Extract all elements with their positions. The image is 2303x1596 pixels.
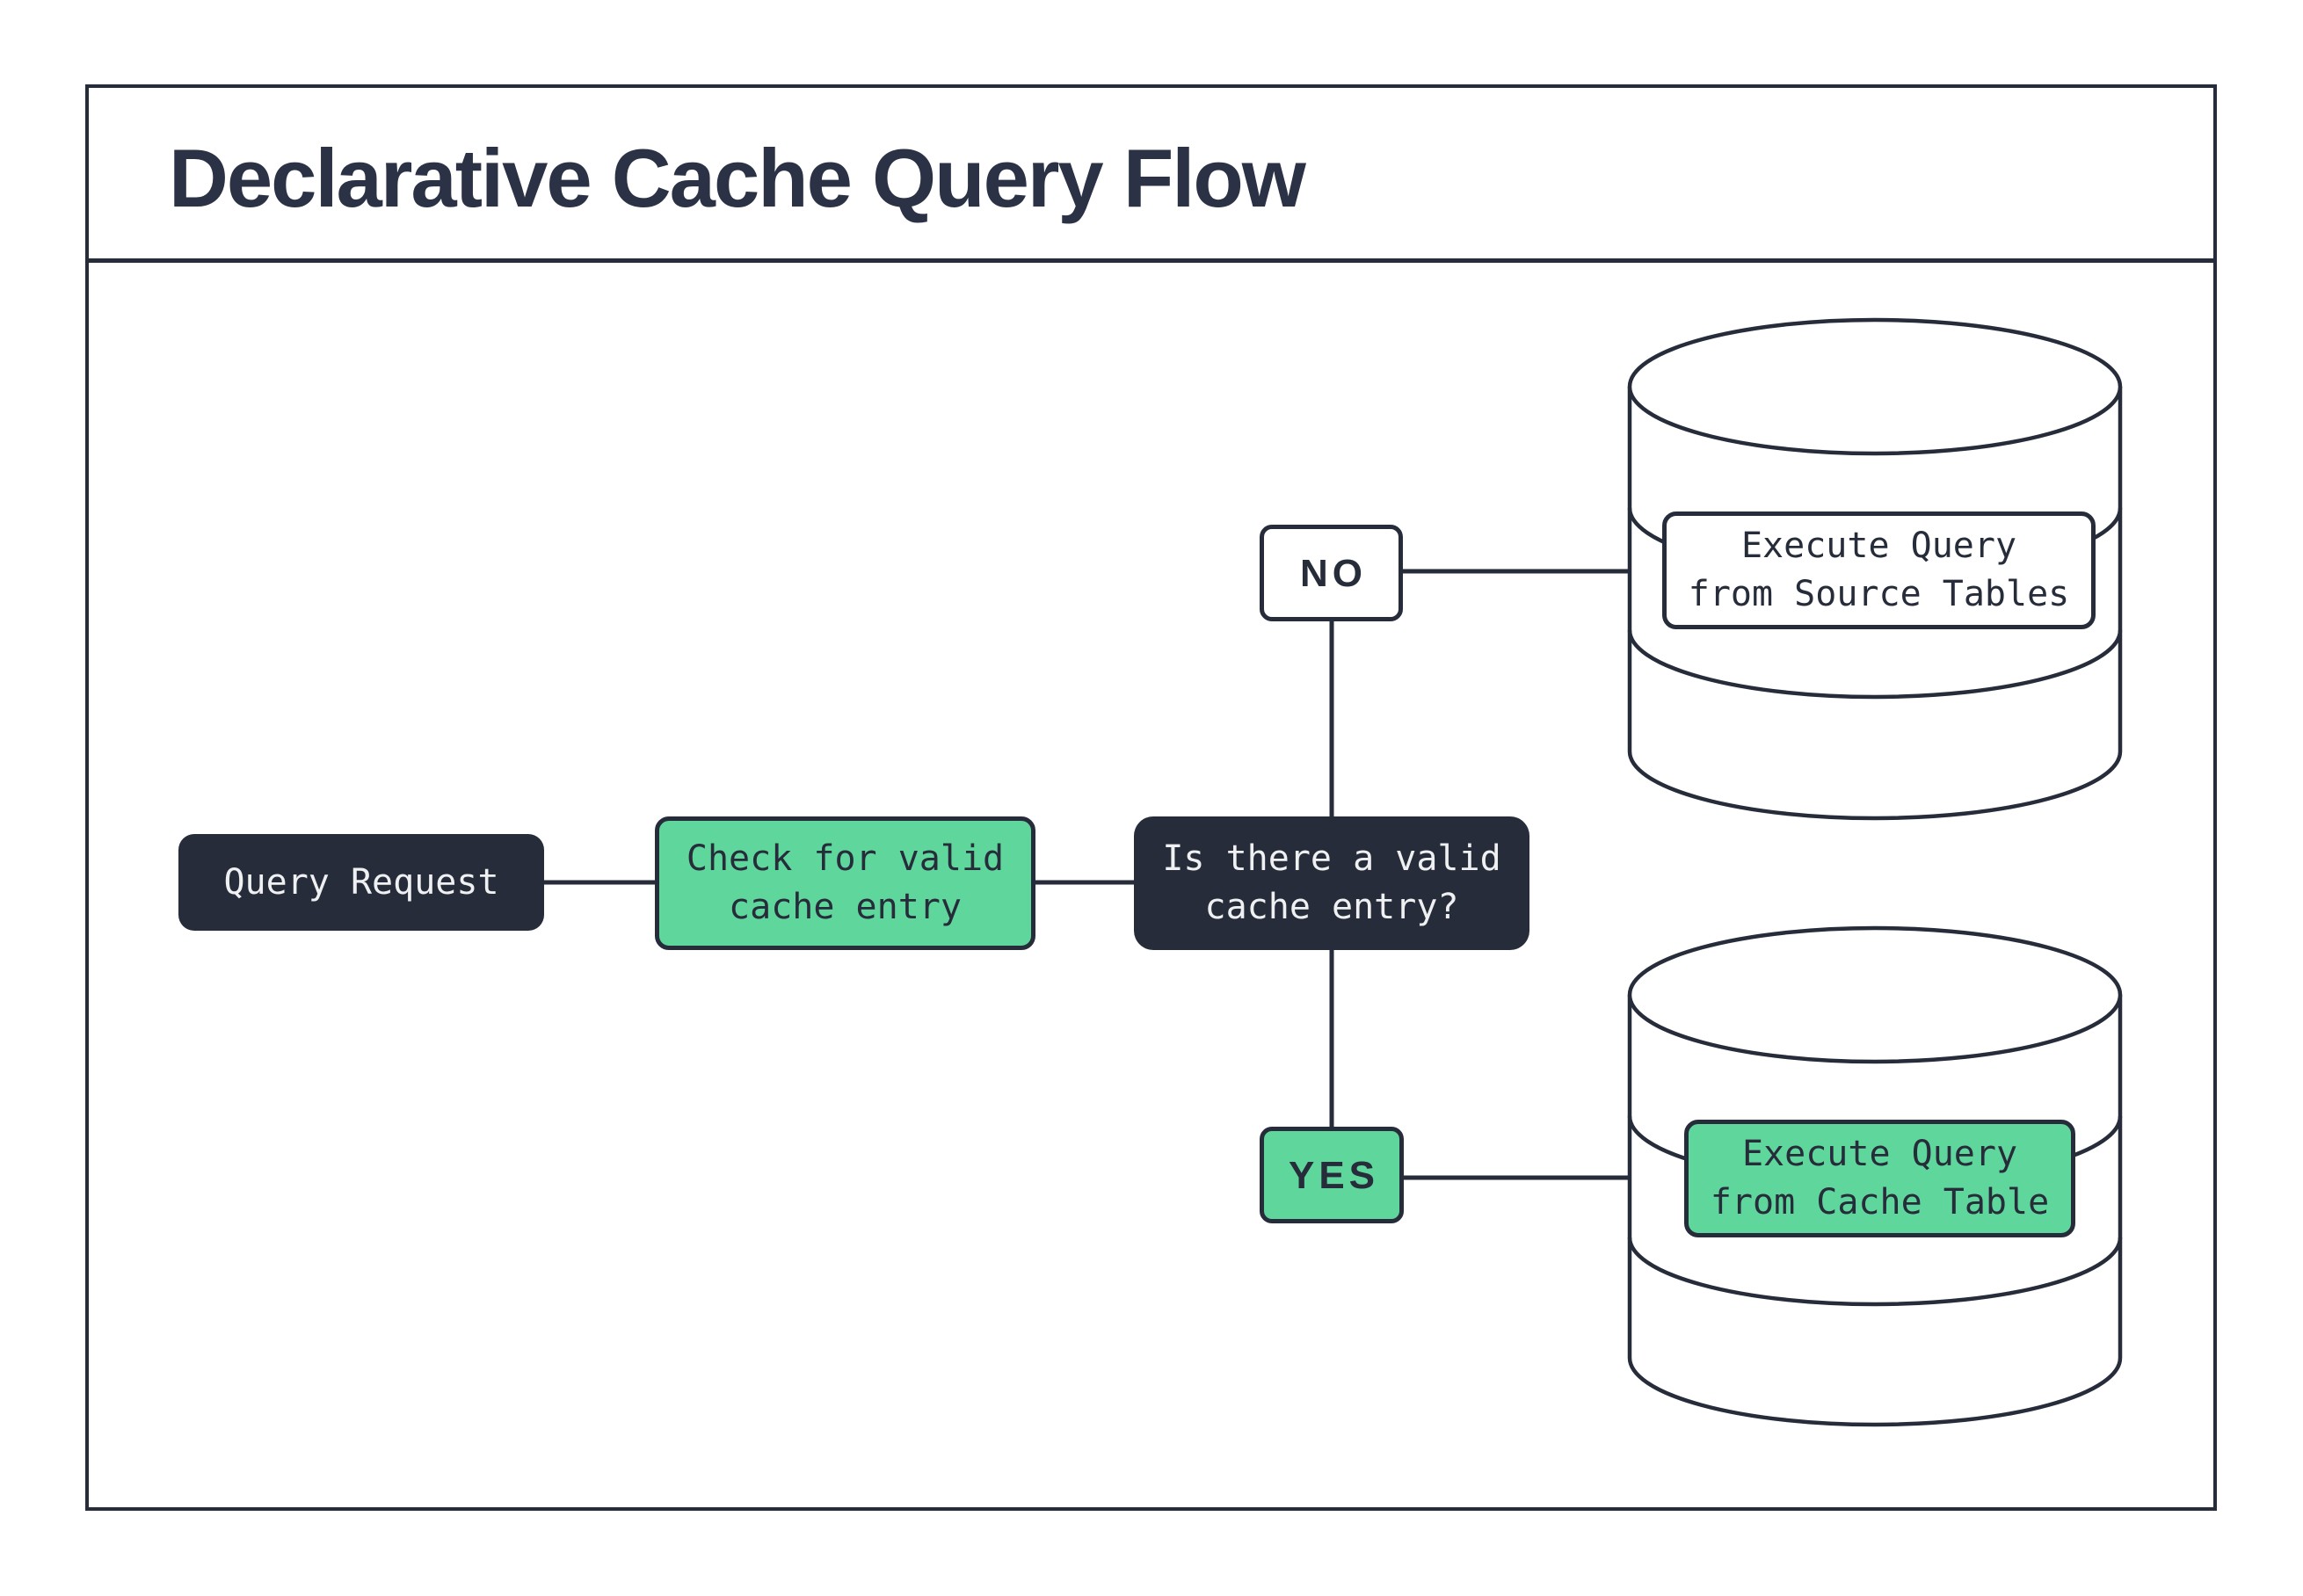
node-execute-cache-line2: from Cache Table (1710, 1182, 2050, 1222)
node-check-cache-line1: Check for valid (686, 838, 1005, 879)
node-execute-source: Execute Query from Source Tables (1662, 511, 2096, 629)
node-branch-yes: YES (1260, 1127, 1404, 1223)
node-query-request-label: Query Request (223, 861, 499, 903)
node-decision-line2: cache entry? (1204, 887, 1459, 927)
node-execute-source-line2: from Source Tables (1688, 574, 2070, 614)
diagram-frame (85, 84, 2217, 1511)
node-decision: Is there a valid cache entry? (1134, 816, 1529, 950)
node-execute-cache-line1: Execute Query (1741, 1134, 2018, 1174)
branch-no-label: NO (1300, 551, 1367, 595)
branch-yes-label: YES (1288, 1153, 1380, 1197)
node-execute-source-line1: Execute Query (1740, 526, 2017, 566)
node-branch-no: NO (1260, 525, 1403, 621)
node-execute-cache: Execute Query from Cache Table (1684, 1120, 2075, 1237)
node-decision-line1: Is there a valid (1162, 838, 1501, 879)
node-query-request: Query Request (178, 834, 544, 931)
node-check-cache-line2: cache entry (729, 887, 962, 927)
header-divider (85, 258, 2217, 263)
node-check-cache: Check for valid cache entry (655, 816, 1035, 950)
page-title: Declarative Cache Query Flow (169, 132, 1306, 224)
